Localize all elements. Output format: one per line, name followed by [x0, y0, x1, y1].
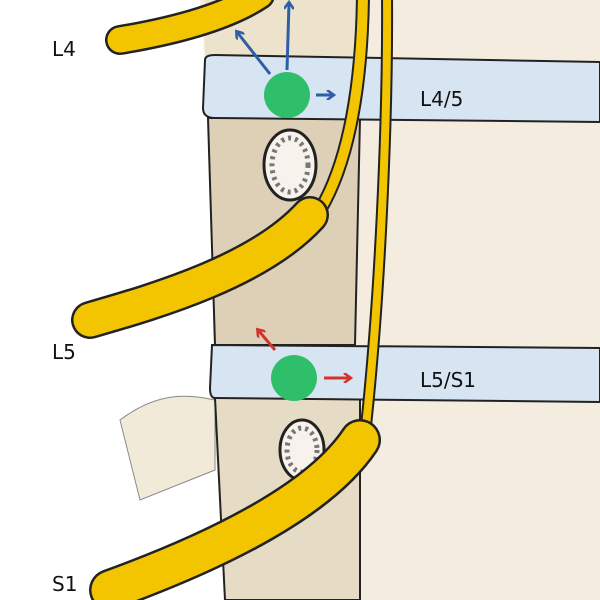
label-l5: L5: [52, 340, 76, 364]
label-disc-l4-5: L4/5: [420, 87, 464, 111]
arrow-up-left-icon: [237, 32, 272, 75]
arrows-lower: [258, 330, 350, 378]
arrow-up-icon: [287, 3, 289, 71]
disc-l5-s1: [208, 343, 600, 404]
label-l4: L4: [52, 37, 76, 61]
nerve-roots: [71, 0, 394, 600]
facet-joint-upper: [262, 128, 318, 202]
arrows-upper: [237, 3, 333, 95]
herniation-marker-upper: [264, 72, 310, 118]
herniation-marker-lower: [271, 355, 317, 401]
label-s1: S1: [52, 572, 78, 596]
label-disc-l5-s1: L5/S1: [420, 368, 477, 392]
arrow-up-left-icon: [258, 330, 277, 351]
sacrum-shape: [119, 395, 216, 501]
facet-joint-upper-texture: [269, 135, 311, 195]
